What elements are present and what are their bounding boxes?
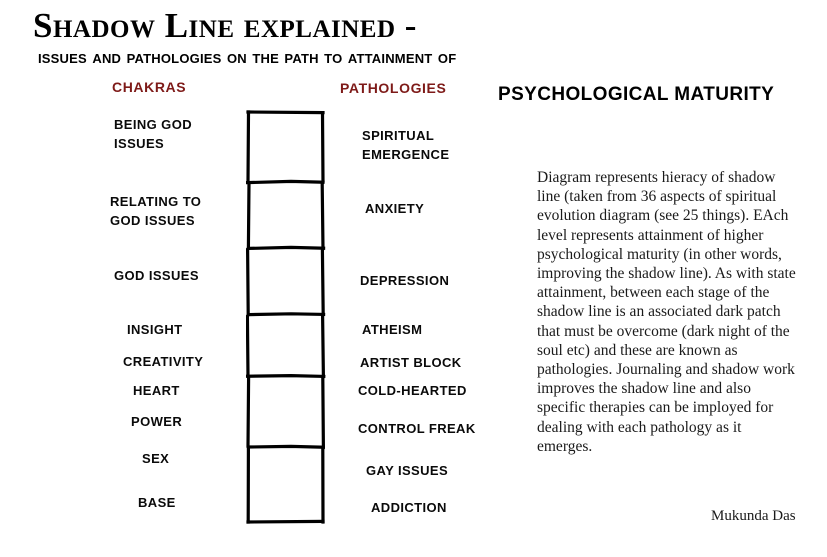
- chakra-label-8: BASE: [138, 495, 176, 510]
- chakra-label-2: GOD ISSUES: [114, 268, 199, 283]
- chakra-label-1: RELATING TO GOD ISSUES: [110, 194, 202, 228]
- pathology-label-4: ARTIST BLOCK: [360, 355, 462, 370]
- ladder-svg: [246, 110, 326, 524]
- column-header-chakras: CHAKRAS: [112, 79, 187, 95]
- chakra-label-7: SEX: [142, 451, 170, 466]
- pathology-label-5: COLD-HEARTED: [358, 383, 467, 398]
- pathology-label-6: CONTROL FREAK: [358, 421, 476, 436]
- chakra-label-0: BEING GOD ISSUES: [114, 117, 192, 151]
- pathology-label-2: DEPRESSION: [360, 273, 450, 288]
- column-header-psychological-maturity: PSYCHOLOGICAL MATURITY: [498, 84, 775, 105]
- chakra-label-5: HEART: [133, 383, 180, 398]
- page-title: Shadow Line explained -: [33, 6, 417, 45]
- chakra-label-6: POWER: [131, 414, 183, 429]
- page-subtitle: issues and pathologies on the path to at…: [38, 47, 457, 68]
- chakra-label-3: INSIGHT: [127, 322, 183, 337]
- pathology-label-8: ADDICTION: [371, 500, 447, 515]
- shadow-line-ladder-diagram: [246, 110, 326, 525]
- pathology-label-7: GAY ISSUES: [366, 463, 449, 478]
- pathology-label-3: ATHEISM: [362, 322, 423, 337]
- column-header-pathologies: PATHOLOGIES: [340, 80, 447, 96]
- chakra-label-4: CREATIVITY: [123, 354, 204, 369]
- pathology-label-0: SPIRITUAL EMERGENCE: [362, 128, 450, 162]
- description-paragraph: Diagram represents hieracy of shadow lin…: [537, 169, 796, 455]
- pathology-label-1: ANXIETY: [365, 201, 425, 216]
- author-signature: Mukunda Das: [711, 508, 796, 524]
